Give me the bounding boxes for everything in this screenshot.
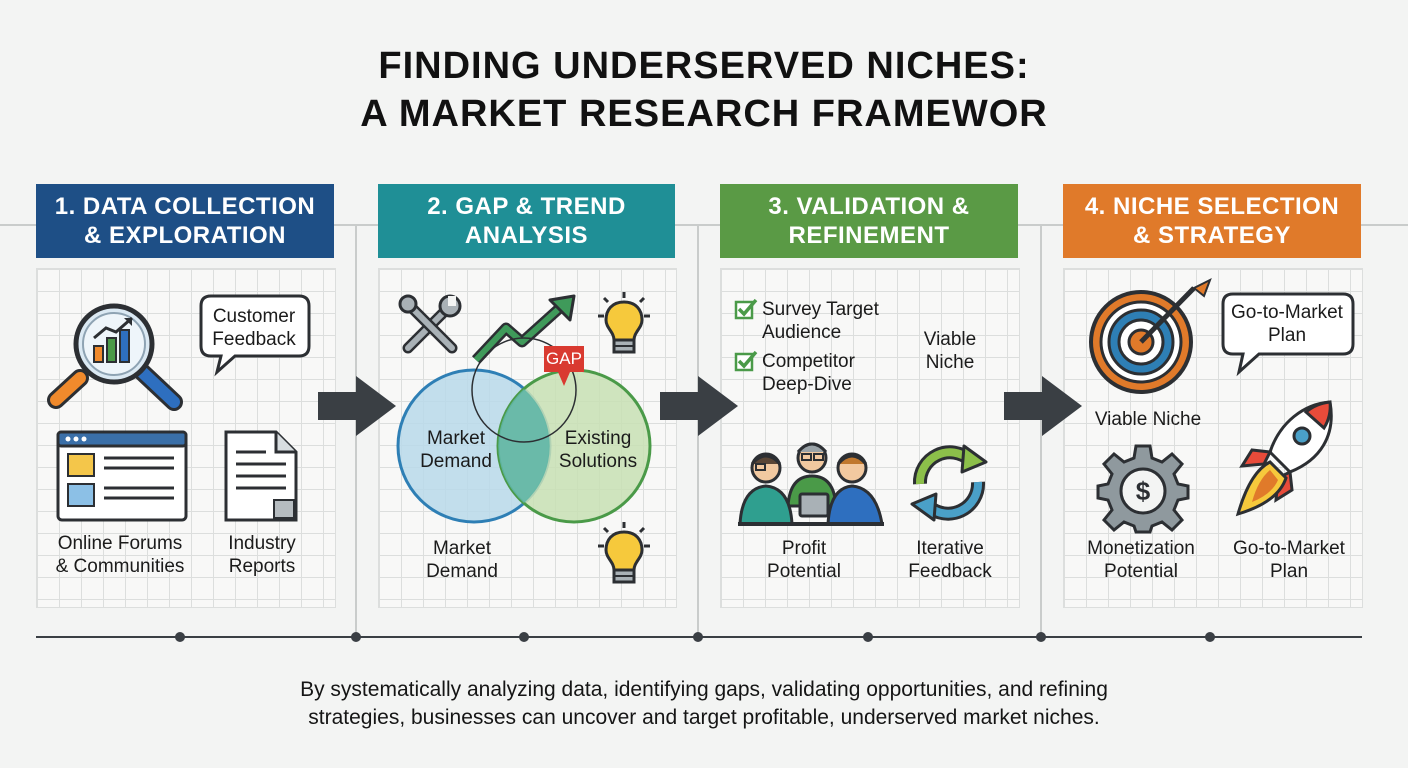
industry-reports-label-2: Reports: [228, 556, 296, 577]
team-meeting-icon: [738, 442, 884, 526]
checkbox-icon: [734, 298, 758, 320]
stage-2-heading-line-1: 2. GAP & TREND: [427, 193, 626, 220]
venn-diagram-icon: [396, 337, 652, 524]
customer-feedback-label-2: Feedback: [212, 329, 296, 350]
profit-potential-label-2: Potential: [767, 561, 841, 582]
survey-target-label-1: Survey Target: [762, 299, 879, 320]
market-demand-label-1: Market: [432, 538, 492, 559]
dollar-gear-icon: $: [1096, 444, 1190, 534]
lightbulb-icon: [598, 292, 650, 354]
stage-3-heading: 3. VALIDATION &REFINEMENT: [720, 184, 1018, 258]
flow-arrow-3: [1004, 376, 1082, 436]
rocket-icon: [1235, 400, 1333, 517]
svg-text:$: $: [1136, 476, 1151, 506]
competitor-label-1: Competitor: [762, 351, 855, 372]
stage-3-panel: [720, 268, 1020, 608]
dartboard-target-icon: [1089, 277, 1212, 394]
background-line-top: [0, 224, 1408, 226]
stage-1-heading: 1. DATA COLLECTION& EXPLORATION: [36, 184, 334, 258]
industry-reports-label-1: Industry: [228, 533, 296, 554]
magnifier-chart-icon: [47, 303, 183, 411]
online-forums-label-1: Online Forums: [57, 533, 183, 554]
checkbox-icon: [734, 350, 758, 372]
gap-pin-icon: [544, 346, 584, 386]
venn-left-label-1: Market: [426, 428, 486, 449]
document-icon: [224, 430, 298, 522]
flow-arrow-1: [318, 376, 396, 436]
gtm-bubble-label-1: Go-to-Market: [1231, 302, 1343, 323]
page-title-line-1: FINDING UNDERSERVED NICHES:: [378, 45, 1030, 87]
gtm-bubble-label-2: Plan: [1267, 325, 1307, 346]
gap-badge: GAP: [546, 349, 582, 368]
stage-4-heading-line-2: & STRATEGY: [1133, 222, 1291, 249]
background-divider-3: [1040, 224, 1042, 634]
stage-1-heading-line-1: 1. DATA COLLECTION: [54, 193, 316, 220]
viable-niche-label: Viable Niche: [1094, 409, 1202, 430]
speech-bubble-icon: [199, 294, 311, 377]
customer-feedback-label-1: Customer: [212, 306, 296, 327]
trend-arrow-icon: [471, 294, 576, 364]
stage-4-heading: 4. NICHE SELECTION& STRATEGY: [1063, 184, 1361, 258]
speech-bubble-icon: [1221, 292, 1355, 377]
lightbulb-icon: [598, 522, 650, 584]
stage-1-heading-line-2: & EXPLORATION: [83, 222, 287, 249]
go-to-market-label-1: Go-to-Market: [1233, 538, 1345, 559]
venn-left-label-2: Demand: [420, 451, 492, 472]
monetization-label-2: Potential: [1104, 561, 1178, 582]
page-title-line-2: A MARKET RESEARCH FRAMEWOR: [360, 93, 1048, 135]
venn-right-label-2: Solutions: [558, 451, 638, 472]
competitor-label-2: Deep-Dive: [762, 374, 852, 395]
stage-3-heading-line-2: REFINEMENT: [788, 222, 950, 249]
stage-2-heading-line-2: ANALYSIS: [464, 222, 589, 249]
online-forums-label-2: & Communities: [55, 556, 185, 577]
iterative-feedback-label-2: Feedback: [908, 561, 992, 582]
cycle-arrows-icon: [910, 444, 988, 522]
stage-4-heading-line-1: 4. NICHE SELECTION: [1084, 193, 1340, 220]
iterative-feedback-label-1: Iterative: [916, 538, 984, 559]
venn-right-label-1: Existing: [564, 428, 632, 449]
monetization-label-1: Monetization: [1087, 538, 1195, 559]
timeline: [36, 632, 1362, 642]
flow-arrow-2: [660, 376, 738, 436]
stage-3-heading-line-1: 3. VALIDATION &: [768, 193, 970, 220]
viable-niche-label-1: Viable: [923, 329, 977, 350]
summary-text-line-2: strategies, businesses can uncover and t…: [308, 706, 1100, 729]
profit-potential-label-1: Profit: [781, 538, 827, 559]
market-demand-label-2: Demand: [426, 561, 498, 582]
browser-window-icon: [56, 430, 188, 522]
survey-target-label-2: Audience: [762, 322, 842, 343]
wrench-screwdriver-icon: [398, 294, 462, 354]
summary-text-line-1: By systematically analyzing data, identi…: [300, 678, 1108, 701]
go-to-market-label-2: Plan: [1269, 561, 1309, 582]
viable-niche-label-2: Niche: [925, 352, 975, 373]
